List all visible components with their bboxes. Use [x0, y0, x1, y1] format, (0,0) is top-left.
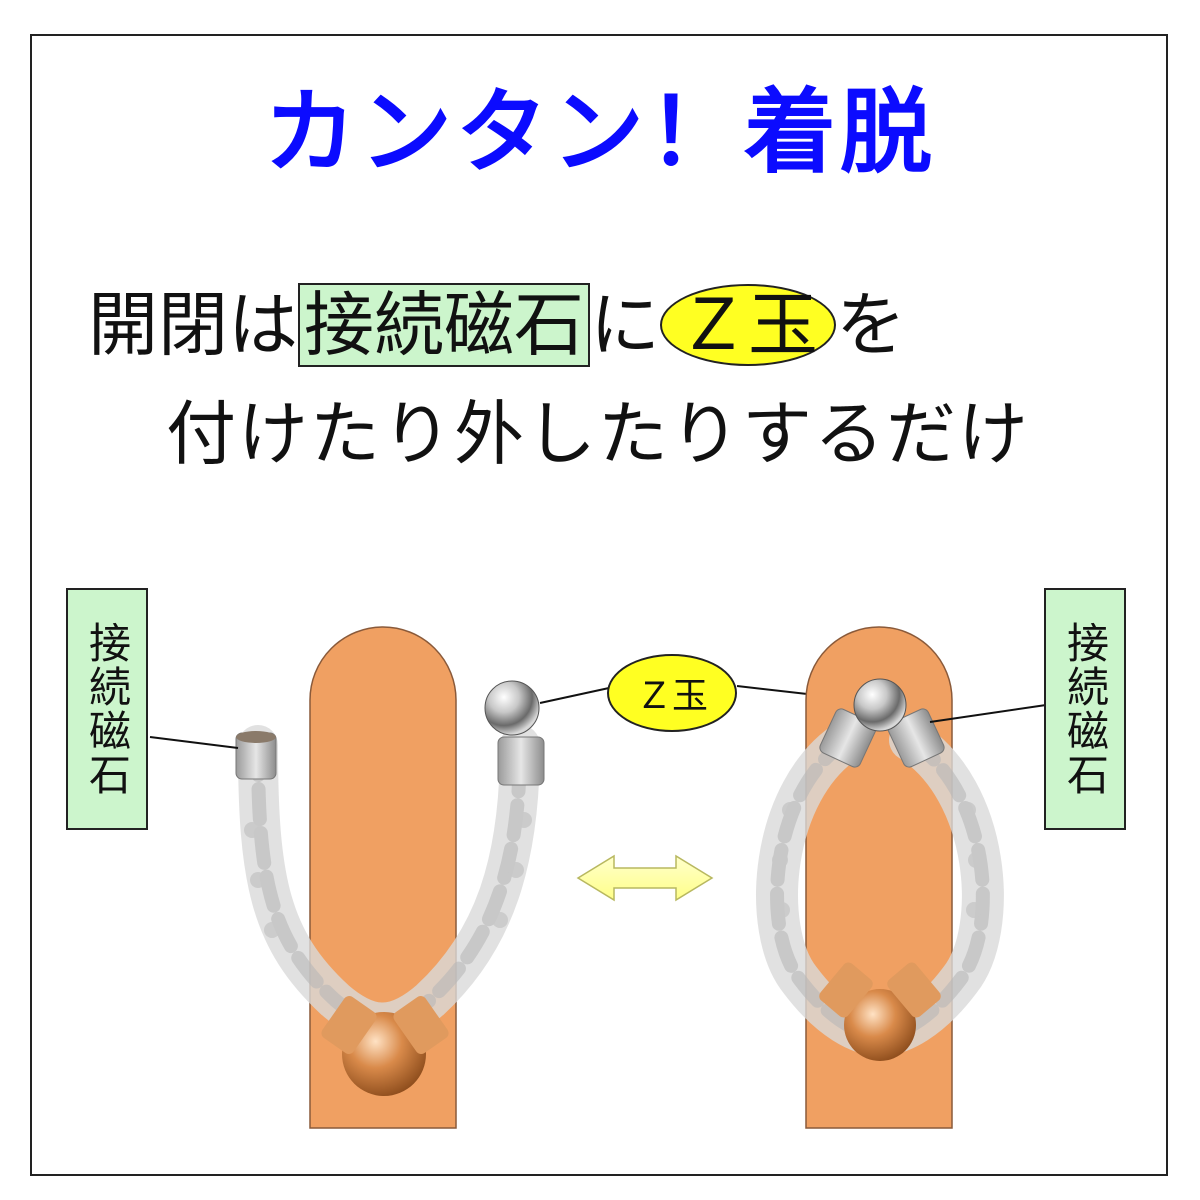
right-bracelet-beads: [772, 802, 984, 918]
swap-arrow-icon: [576, 854, 714, 902]
right-magnet-label: 接続磁石: [1044, 588, 1126, 830]
left-magnet-leader: [149, 736, 239, 749]
left-right-end-cap: [497, 736, 545, 786]
page-title: カンタン！着脱: [263, 79, 936, 186]
left-bracelet-beads: [244, 812, 532, 938]
left-magnet-label: 接続磁石: [66, 588, 148, 830]
right-z-ball: [853, 678, 907, 732]
right-magnet-leader: [929, 704, 1047, 723]
line1-after: を: [836, 283, 906, 366]
instruction-line-2: 付けたり外したりするだけ: [166, 393, 1030, 475]
line1-middle: に: [590, 283, 660, 366]
z-ball-highlight-oval: Ｚ玉: [660, 283, 836, 366]
right-magnet-cap: [887, 708, 945, 768]
line1-before: 開閉は: [88, 283, 298, 366]
right-bottom-ball: [844, 989, 916, 1061]
z-ball-label: Ｚ玉: [607, 654, 737, 732]
magnet-highlight-box: 接続磁石: [298, 282, 590, 367]
z-ball-leader-left: [539, 687, 610, 704]
left-z-ball: [484, 680, 540, 736]
